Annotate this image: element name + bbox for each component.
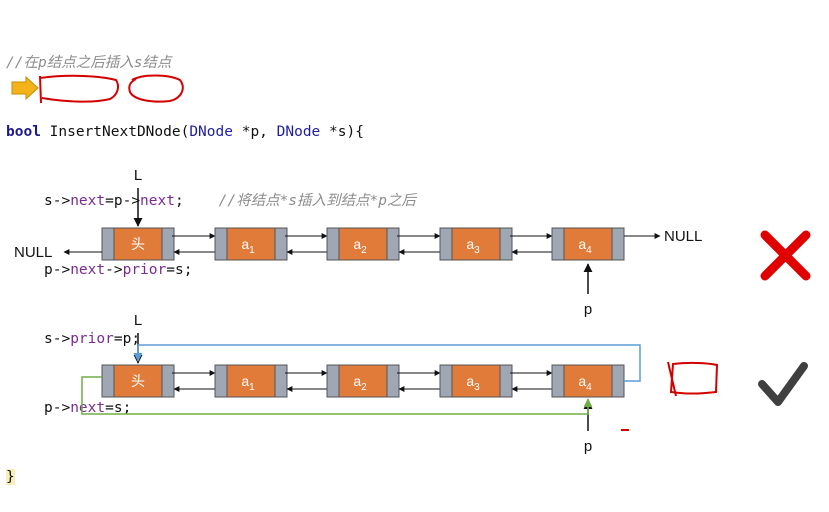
node-next-field	[611, 364, 625, 398]
node-prior-field	[214, 364, 228, 398]
l1-d: next	[140, 193, 175, 209]
l3-a: s->	[44, 331, 71, 347]
circular-next-link	[133, 344, 641, 382]
node-next-field	[499, 227, 513, 261]
l2-e: =s;	[166, 262, 193, 278]
list-node: a1	[214, 227, 288, 261]
l3-c: =p;	[113, 331, 141, 347]
node-next-field	[161, 227, 175, 261]
p-pointer-label: p	[584, 301, 592, 318]
code-line-1: s->next=p->next; //将结点*s插入到结点*p之后	[6, 190, 416, 213]
node-prior-field	[551, 227, 565, 261]
annotation-vertical-mark	[39, 75, 42, 104]
list-node: 头	[101, 364, 175, 398]
node-data-field	[451, 227, 501, 261]
node-subscript: 4	[586, 245, 592, 256]
l2-c: ->	[105, 262, 123, 278]
code-line-4: p->next=s;	[6, 397, 416, 420]
list-node: a4	[551, 227, 625, 261]
list-node: a3	[439, 364, 513, 398]
list-1: 头 a1 a2 a3 a4 Lp NULL NULL	[14, 167, 702, 318]
node-subscript: 3	[474, 382, 480, 393]
function-name: InsertNextDNode(	[40, 124, 190, 140]
cross-icon	[760, 230, 811, 281]
code-line-3: s->prior=p;	[6, 328, 416, 351]
p-pointer-label: p	[584, 438, 592, 455]
node-data-field	[338, 364, 388, 398]
list-2: 头 a1 a2 a3 a4 Lp	[81, 312, 641, 455]
node-label: 头	[131, 236, 145, 252]
l4-b: next	[70, 400, 106, 416]
node-next-field	[611, 227, 625, 261]
function-signature: bool InsertNextDNode(DNode *p, DNode *s)…	[6, 121, 416, 144]
node-next-field	[161, 364, 175, 398]
l1-c: =p->	[105, 193, 141, 209]
node-label: 头	[131, 373, 145, 389]
l1-a: s->	[44, 193, 71, 209]
node-prior-field	[551, 364, 565, 398]
code-comment: //在p结点之后插入s结点	[6, 55, 172, 71]
node-data-field	[451, 364, 501, 398]
node-data-field	[113, 364, 163, 398]
code-close-brace: }	[6, 466, 416, 489]
keyword-bool: bool	[6, 124, 41, 140]
node-subscript: 2	[361, 382, 367, 393]
head-pointer-label: L	[134, 167, 142, 184]
node-next-field	[386, 227, 400, 261]
l1-b: next	[70, 193, 106, 209]
param-1: *p,	[232, 124, 277, 140]
annotation-circle-prior	[128, 74, 184, 103]
node-prior-field	[214, 227, 228, 261]
node-prior-field	[326, 227, 340, 261]
node-next-field	[274, 364, 288, 398]
node-prior-field	[439, 227, 453, 261]
null-left-label: NULL	[14, 244, 52, 261]
list-node: a1	[214, 364, 288, 398]
list-node: a4	[551, 364, 625, 398]
param-2: *s){	[320, 124, 364, 140]
null-right-label: NULL	[664, 228, 702, 245]
list-node: 头	[101, 227, 175, 261]
close-brace: }	[6, 469, 15, 485]
l2-b: next	[70, 262, 106, 278]
node-next-field	[274, 227, 288, 261]
node-next-field	[499, 364, 513, 398]
l4-c: =s;	[105, 400, 132, 416]
list-node: a2	[326, 364, 400, 398]
annotation-box	[667, 361, 719, 397]
head-pointer-label: L	[134, 312, 142, 329]
list-node: a3	[439, 227, 513, 261]
l1-e: ;	[174, 193, 184, 209]
node-data-field	[563, 227, 613, 261]
node-data-field	[113, 227, 163, 261]
node-subscript: 1	[249, 245, 255, 256]
l4-a: p->	[44, 400, 71, 416]
node-prior-field	[101, 364, 115, 398]
current-line-arrow-icon	[11, 75, 39, 101]
node-data-field	[226, 227, 276, 261]
l3-b: prior	[70, 331, 114, 347]
l2-a: p->	[44, 262, 71, 278]
annotation-circle-next	[39, 74, 119, 103]
l2-d: prior	[122, 262, 167, 278]
l1-comment: //将结点*s插入到结点*p之后	[183, 193, 416, 209]
node-prior-field	[439, 364, 453, 398]
node-data-field	[226, 364, 276, 398]
node-data-field	[563, 364, 613, 398]
node-subscript: 4	[586, 382, 592, 393]
node-next-field	[386, 364, 400, 398]
node-prior-field	[326, 364, 340, 398]
check-icon	[758, 362, 808, 406]
node-subscript: 3	[474, 245, 480, 256]
param-type-2: DNode	[276, 124, 321, 140]
list-node: a2	[326, 227, 400, 261]
code-line-2: p->next->prior=s;	[6, 259, 416, 282]
node-subscript: 2	[361, 245, 367, 256]
node-subscript: 1	[249, 382, 255, 393]
node-prior-field	[101, 227, 115, 261]
circular-prior-link	[81, 376, 593, 415]
param-type-1: DNode	[189, 124, 233, 140]
